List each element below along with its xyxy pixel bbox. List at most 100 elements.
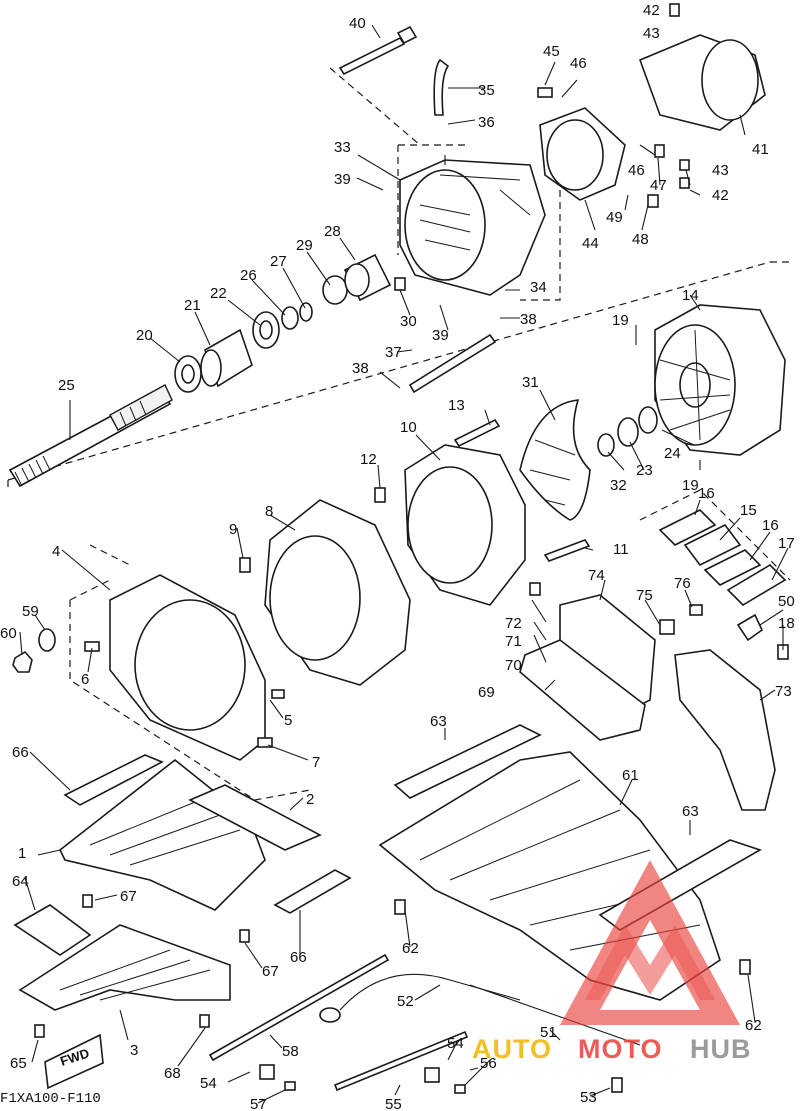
callout-16a: 16 — [698, 485, 715, 502]
callout-22: 22 — [210, 285, 227, 302]
callout-5: 5 — [284, 712, 292, 729]
callout-37: 37 — [385, 344, 402, 361]
pump-housing — [654, 304, 786, 456]
nozzle-41 — [638, 34, 766, 131]
callout-49: 49 — [606, 209, 623, 226]
rail-66b — [273, 869, 352, 914]
reverse-nozzle-44 — [539, 107, 626, 201]
callout-38b: 38 — [352, 360, 369, 377]
group-outline-stator — [69, 544, 311, 801]
callout-1: 1 — [18, 845, 26, 862]
automotohub-watermark: AUTO MOTO HUB — [472, 860, 752, 1064]
callout-4: 4 — [52, 543, 60, 560]
cable-55 — [333, 1030, 469, 1092]
callout-65: 65 — [10, 1055, 27, 1072]
callout-34: 34 — [530, 279, 547, 296]
callout-20: 20 — [136, 327, 153, 344]
callout-15: 15 — [740, 502, 757, 519]
callout-25: 25 — [58, 377, 75, 394]
callout-43b: 43 — [712, 162, 729, 179]
bar-2 — [188, 784, 322, 851]
callout-45: 45 — [543, 43, 560, 60]
washer-59 — [38, 628, 56, 652]
washer-27 — [299, 302, 313, 322]
bracket-69 — [519, 639, 646, 741]
callout-39b: 39 — [432, 327, 449, 344]
callout-14: 14 — [682, 287, 699, 304]
callout-48: 48 — [632, 231, 649, 248]
seal-26 — [281, 306, 299, 330]
callout-28: 28 — [324, 223, 341, 240]
callout-69: 69 — [478, 684, 495, 701]
watermark-hub: HUB — [690, 1034, 752, 1064]
callout-73: 73 — [775, 683, 792, 700]
callout-62a: 62 — [402, 940, 419, 957]
callout-63b: 63 — [682, 803, 699, 820]
group-outline-shaft — [7, 261, 790, 490]
callout-10: 10 — [400, 419, 417, 436]
callout-8: 8 — [265, 503, 273, 520]
group-outline-upper — [329, 67, 561, 301]
spacer-21 — [200, 328, 253, 388]
callout-38a: 38 — [520, 311, 537, 328]
callout-54a: 54 — [447, 1035, 464, 1052]
callout-60: 60 — [0, 625, 17, 642]
callout-19a: 19 — [612, 312, 629, 329]
callout-75: 75 — [636, 587, 653, 604]
callout-23: 23 — [636, 462, 653, 479]
plate-64 — [13, 904, 92, 956]
bolts — [34, 3, 789, 1094]
callout-33: 33 — [334, 139, 351, 156]
impeller — [519, 399, 591, 521]
callout-70: 70 — [505, 657, 522, 674]
callout-21: 21 — [184, 297, 201, 314]
callout-61: 61 — [622, 767, 639, 784]
callout-42b: 42 — [712, 187, 729, 204]
callout-71: 71 — [505, 633, 522, 650]
callout-54b: 54 — [200, 1075, 217, 1092]
cable-52 — [339, 973, 521, 1011]
ring-24 — [638, 406, 658, 434]
callout-7: 7 — [312, 754, 320, 771]
callout-12: 12 — [360, 451, 377, 468]
callout-76: 76 — [674, 575, 691, 592]
callout-42a: 42 — [643, 2, 660, 19]
callout-35: 35 — [478, 82, 495, 99]
callout-63a: 63 — [430, 713, 447, 730]
callout-40: 40 — [349, 15, 366, 32]
callout-13: 13 — [448, 397, 465, 414]
callout-2: 2 — [306, 791, 314, 808]
callout-11: 11 — [613, 541, 629, 558]
callout-43a: 43 — [643, 25, 660, 42]
callout-27: 27 — [270, 253, 287, 270]
callout-24: 24 — [664, 445, 681, 462]
nut-60 — [12, 650, 33, 673]
rail-66a — [63, 754, 164, 806]
ring-23 — [617, 417, 639, 447]
callout-66a: 66 — [12, 744, 29, 761]
callout-26: 26 — [240, 267, 257, 284]
callout-62b: 62 — [745, 1017, 762, 1034]
callout-57: 57 — [250, 1096, 267, 1111]
callout-32: 32 — [610, 477, 627, 494]
callout-56: 56 — [480, 1055, 497, 1072]
callout-39a: 39 — [334, 171, 351, 188]
callout-67b: 67 — [262, 963, 279, 980]
hose-35 — [433, 58, 450, 116]
callout-53: 53 — [580, 1089, 597, 1106]
callout-72: 72 — [505, 615, 522, 632]
callout-16b: 16 — [762, 517, 779, 534]
callout-66b: 66 — [290, 949, 307, 966]
watermark-auto: AUTO — [472, 1034, 552, 1064]
callout-leaders — [19, 24, 789, 1104]
callout-19b: 19 — [682, 477, 699, 494]
drive-shaft — [8, 384, 173, 488]
callout-46b: 46 — [628, 162, 645, 179]
cable-58 — [208, 953, 390, 1062]
cable-52-end — [319, 1007, 341, 1023]
plate-73 — [674, 649, 776, 811]
intake-plate-4 — [109, 574, 266, 761]
callout-58: 58 — [282, 1043, 299, 1060]
clip-50 — [736, 613, 764, 642]
